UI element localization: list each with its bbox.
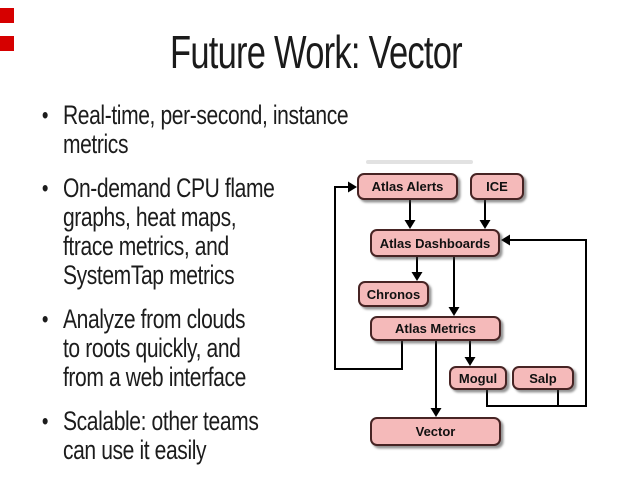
bullet-item: • Analyze from clouds to roots quickly, … — [38, 305, 381, 392]
bullet-text: Analyze from clouds to roots quickly, an… — [62, 304, 246, 392]
node-atlas-dashboards: Atlas Dashboards — [370, 229, 500, 257]
cropped-shape-artifact — [366, 160, 473, 164]
node-atlas-metrics: Atlas Metrics — [370, 316, 501, 341]
bullet-item: • Scalable: other teams can use it easil… — [38, 407, 381, 465]
node-salp: Salp — [512, 366, 574, 390]
red-edge-marker — [0, 36, 14, 51]
edge-dashboards-to-metrics — [448, 257, 460, 316]
edge-alerts-to-dashboards — [404, 200, 416, 229]
bullet-text: Real-time, per-second, instance metrics — [62, 100, 349, 159]
node-vector: Vector — [370, 417, 501, 446]
node-mogul: Mogul — [449, 366, 507, 390]
bullet-item: • Real-time, per-second, instance metric… — [38, 101, 381, 159]
bullet-icon: • — [41, 175, 49, 202]
bullet-icon: • — [41, 102, 49, 129]
node-ice: ICE — [470, 173, 524, 200]
edge-mogul-to-dashboards-loop — [486, 234, 587, 407]
edge-metrics-to-mogul — [464, 341, 476, 366]
bullet-text: On-demand CPU flame graphs, heat maps, f… — [62, 173, 275, 290]
red-edge-marker — [0, 8, 14, 23]
bullet-text: Scalable: other teams can use it easily — [62, 406, 259, 465]
edge-ice-to-dashboards — [479, 200, 491, 229]
bullet-item: • On-demand CPU flame graphs, heat maps,… — [38, 174, 381, 290]
slide-title: Future Work: Vector — [170, 26, 463, 78]
edge-dashboards-to-chronos — [411, 257, 423, 281]
node-atlas-alerts: Atlas Alerts — [357, 173, 458, 200]
bullet-icon: • — [41, 306, 49, 333]
edge-metrics-to-alerts-loop — [334, 181, 403, 370]
bullet-list: • Real-time, per-second, instance metric… — [38, 101, 381, 479]
edge-metrics-to-vector — [430, 341, 442, 417]
bullet-icon: • — [41, 408, 49, 435]
node-chronos: Chronos — [358, 281, 429, 307]
